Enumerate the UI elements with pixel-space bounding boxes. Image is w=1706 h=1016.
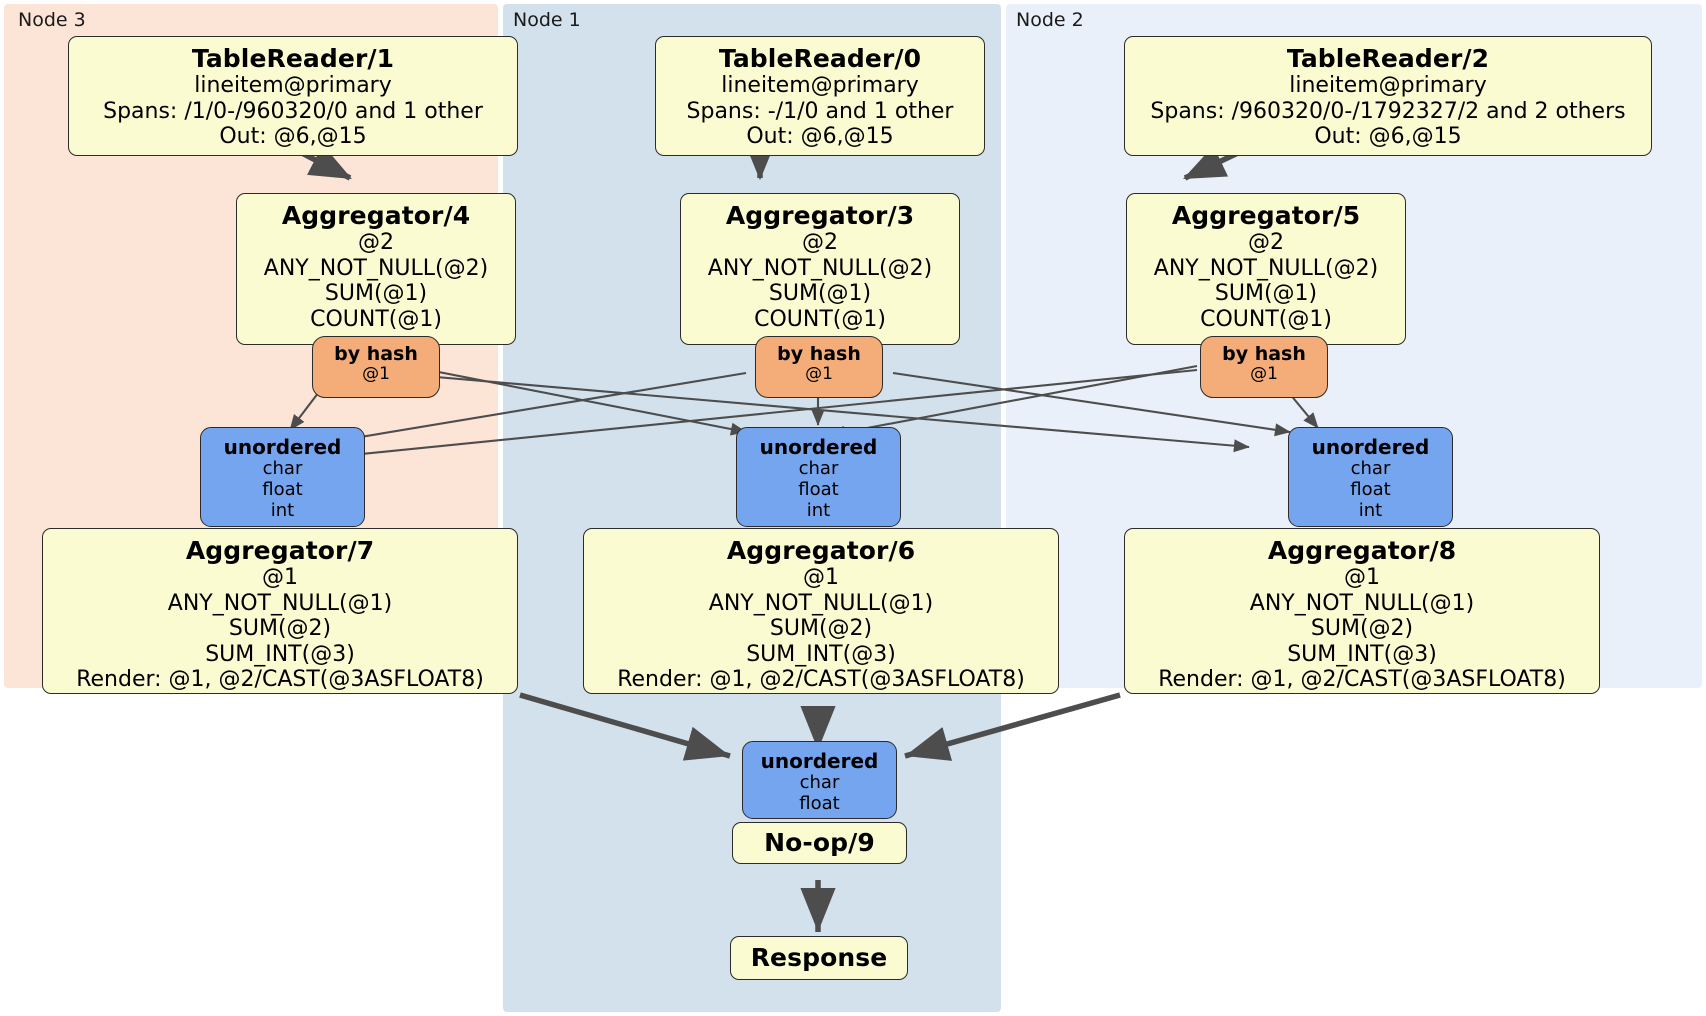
node-tablereader-1[interactable]: TableReader/1 lineitem@primary Spans: /1… <box>68 36 518 156</box>
node-line: lineitem@primary <box>1289 73 1487 98</box>
node-title: Aggregator/7 <box>185 536 375 565</box>
node-line: Spans: /1/0-/960320/0 and 1 other <box>103 98 483 124</box>
node-line: float <box>1350 479 1391 501</box>
node-sync-unordered-8[interactable]: unordered char float int <box>1288 427 1453 527</box>
node-aggregator-4[interactable]: Aggregator/4 @2 ANY_NOT_NULL(@2) SUM(@1)… <box>236 193 516 345</box>
node-title: Aggregator/5 <box>1171 201 1361 230</box>
node-tablereader-2[interactable]: TableReader/2 lineitem@primary Spans: /9… <box>1124 36 1652 156</box>
node-line: SUM(@1) <box>324 281 428 307</box>
node-title: unordered <box>759 435 878 459</box>
node-title: by hash <box>334 343 418 365</box>
edge-agg7-un9 <box>519 692 731 761</box>
node-title: unordered <box>1311 435 1430 459</box>
node-title: TableReader/2 <box>1286 44 1490 73</box>
node-line: int <box>270 499 295 521</box>
node-sync-unordered-final[interactable]: unordered char float <box>742 741 897 819</box>
node-title: by hash <box>777 343 861 365</box>
node-panel-label-node2: Node 2 <box>1016 9 1084 31</box>
node-line: @2 <box>802 230 838 255</box>
node-line: COUNT(@1) <box>1200 306 1332 332</box>
node-line: int <box>806 499 831 521</box>
node-line: @1 <box>1250 364 1278 385</box>
node-noop-9[interactable]: No-op/9 <box>732 822 907 864</box>
node-line: ANY_NOT_NULL(@1) <box>1249 590 1475 616</box>
node-line: @1 <box>362 364 390 385</box>
node-line: ANY_NOT_NULL(@2) <box>263 255 489 281</box>
node-line: lineitem@primary <box>194 73 392 98</box>
node-line: float <box>799 793 840 815</box>
node-line: @2 <box>358 230 394 255</box>
node-line: SUM(@2) <box>1310 616 1414 642</box>
node-line: ANY_NOT_NULL(@2) <box>707 255 933 281</box>
node-aggregator-5[interactable]: Aggregator/5 @2 ANY_NOT_NULL(@2) SUM(@1)… <box>1126 193 1406 345</box>
edge-hash5-un7 <box>301 368 1198 465</box>
node-line: Out: @6,@15 <box>219 124 367 150</box>
edge-tr2-agg5 <box>1183 145 1242 181</box>
node-line: @1 <box>1344 565 1380 590</box>
node-line: SUM_INT(@3) <box>205 641 355 667</box>
edge-tr1-agg4 <box>298 144 352 181</box>
node-line: lineitem@primary <box>721 73 919 98</box>
node-title: TableReader/0 <box>718 44 922 73</box>
node-line: char <box>799 772 840 794</box>
node-title: unordered <box>223 435 342 459</box>
node-title: Aggregator/3 <box>725 201 915 230</box>
edge-hash3-un7 <box>299 371 747 451</box>
edge-agg8-un9 <box>904 692 1121 761</box>
node-line: char <box>798 458 839 480</box>
node-router-by-hash-4[interactable]: by hash @1 <box>312 336 440 398</box>
node-aggregator-7[interactable]: Aggregator/7 @1 ANY_NOT_NULL(@1) SUM(@2)… <box>42 528 518 694</box>
node-title: TableReader/1 <box>191 44 395 73</box>
node-line: Render: @1, @2/CAST(@3ASFLOAT8) <box>1158 667 1566 693</box>
node-line: SUM(@1) <box>768 281 872 307</box>
node-line: SUM(@1) <box>1214 281 1318 307</box>
node-panel-label-node3: Node 3 <box>18 9 86 31</box>
node-title: unordered <box>760 749 879 773</box>
node-panel-label-node1: Node 1 <box>513 9 581 31</box>
node-line: COUNT(@1) <box>754 306 886 332</box>
node-line: Render: @1, @2/CAST(@3ASFLOAT8) <box>76 667 484 693</box>
node-line: SUM_INT(@3) <box>1287 641 1437 667</box>
node-sync-unordered-6[interactable]: unordered char float int <box>736 427 901 527</box>
node-line: SUM_INT(@3) <box>746 641 896 667</box>
node-line: SUM(@2) <box>769 616 873 642</box>
node-line: @1 <box>262 565 298 590</box>
node-line: SUM(@2) <box>228 616 332 642</box>
node-line: ANY_NOT_NULL(@1) <box>167 590 393 616</box>
node-title: Aggregator/8 <box>1267 536 1457 565</box>
node-response[interactable]: Response <box>730 936 908 980</box>
node-title: Response <box>750 943 888 972</box>
node-line: Spans: /960320/0-/1792327/2 and 2 others <box>1150 98 1626 124</box>
edge-hash3-un8 <box>892 371 1291 437</box>
node-router-by-hash-3[interactable]: by hash @1 <box>755 336 883 398</box>
node-aggregator-8[interactable]: Aggregator/8 @1 ANY_NOT_NULL(@1) SUM(@2)… <box>1124 528 1600 694</box>
node-title: by hash <box>1222 343 1306 365</box>
node-line: @1 <box>803 565 839 590</box>
node-router-by-hash-5[interactable]: by hash @1 <box>1200 336 1328 398</box>
node-line: float <box>262 479 303 501</box>
node-aggregator-3[interactable]: Aggregator/3 @2 ANY_NOT_NULL(@2) SUM(@1)… <box>680 193 960 345</box>
node-line: Spans: -/1/0 and 1 other <box>686 98 954 124</box>
node-line: @2 <box>1248 230 1284 255</box>
node-sync-unordered-7[interactable]: unordered char float int <box>200 427 365 527</box>
node-title: Aggregator/4 <box>281 201 471 230</box>
node-line: Out: @6,@15 <box>1314 124 1462 150</box>
node-line: ANY_NOT_NULL(@1) <box>708 590 934 616</box>
edge-hash4-un8 <box>412 373 1250 453</box>
node-tablereader-0[interactable]: TableReader/0 lineitem@primary Spans: -/… <box>655 36 985 156</box>
node-title: No-op/9 <box>764 828 875 857</box>
node-line: @1 <box>805 364 833 385</box>
node-line: char <box>1350 458 1391 480</box>
node-line: Render: @1, @2/CAST(@3ASFLOAT8) <box>617 667 1025 693</box>
node-line: ANY_NOT_NULL(@2) <box>1153 255 1379 281</box>
node-title: Aggregator/6 <box>726 536 916 565</box>
node-line: int <box>1358 499 1383 521</box>
node-line: Out: @6,@15 <box>746 124 894 150</box>
node-line: COUNT(@1) <box>310 306 442 332</box>
node-line: char <box>262 458 303 480</box>
node-aggregator-6[interactable]: Aggregator/6 @1 ANY_NOT_NULL(@1) SUM(@2)… <box>583 528 1059 694</box>
edge-hash5-un6 <box>829 364 1198 439</box>
node-line: float <box>798 479 839 501</box>
